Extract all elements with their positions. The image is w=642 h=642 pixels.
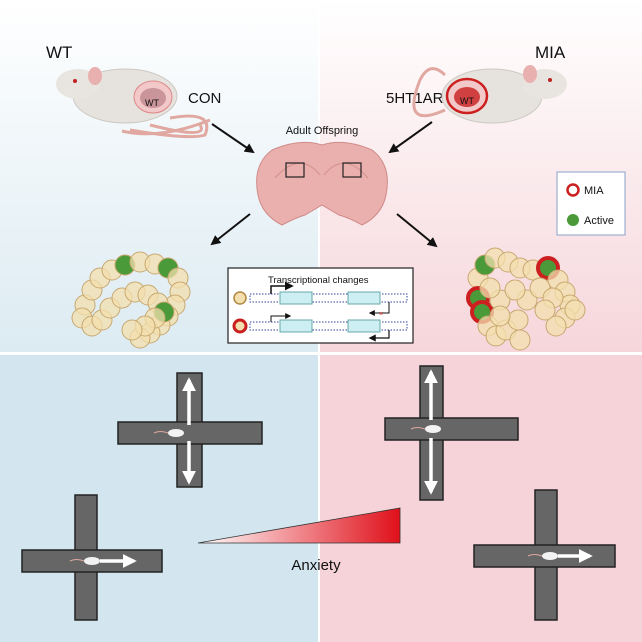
blocked-x-icon: ×	[379, 311, 383, 318]
brain-coronal-section	[256, 141, 388, 226]
pregnant-mouse-mia: WT	[412, 65, 567, 124]
neuron-mia-icon	[232, 318, 248, 334]
mouse-icon	[410, 425, 441, 433]
wt-label: WT	[46, 43, 72, 62]
mia-bottom-panel	[320, 355, 642, 642]
neuron	[121, 319, 143, 341]
legend-mia-marker	[566, 183, 580, 197]
adult-offspring-label: Adult Offspring	[286, 125, 359, 137]
neuron	[564, 299, 586, 321]
mouse-icon	[153, 429, 184, 437]
dna-strand-mia	[249, 313, 408, 342]
neuron	[504, 279, 526, 301]
neuron	[479, 277, 501, 299]
neuron	[489, 305, 511, 327]
legend-mia-label: MIA	[584, 185, 604, 197]
neuron-cluster-mia	[466, 247, 586, 351]
transcription-title: Transcriptional changes	[268, 275, 369, 286]
legend-active-label: Active	[584, 215, 614, 227]
legend: MIA Active	[556, 171, 626, 236]
neuron-wt-icon	[233, 291, 247, 305]
legend-box	[556, 171, 626, 236]
maze-center	[178, 423, 201, 443]
elevated-plus-maze-wt-2	[21, 494, 163, 621]
wt-bottom-panel	[0, 355, 318, 642]
arrow-to-mia-neurons	[396, 213, 438, 248]
elevated-plus-maze-wt-1	[117, 372, 263, 488]
transcription-panel: Transcriptional changes ×	[227, 267, 414, 344]
elevated-plus-maze-mia-2	[473, 489, 616, 621]
mia-label: MIA	[535, 43, 566, 62]
legend-active-marker	[567, 214, 579, 226]
anxiety-gradient-triangle	[197, 507, 401, 544]
neuron	[507, 309, 529, 331]
mouse-eye	[548, 78, 552, 82]
con-label: CON	[188, 90, 221, 107]
mouse-icon	[527, 552, 558, 560]
region-box-right	[342, 162, 362, 178]
mouse-tail	[412, 67, 447, 118]
neuron	[545, 315, 567, 337]
arrow-to-wt-neurons	[210, 213, 251, 246]
pregnant-mouse-wt: WT	[56, 67, 211, 139]
arrow-mia-to-offspring	[388, 121, 433, 154]
anxiety-label: Anxiety	[291, 557, 341, 574]
mouse-icon	[69, 557, 100, 565]
region-box-left	[285, 162, 305, 178]
neuron-cluster-wt	[71, 251, 191, 349]
neuron	[509, 329, 531, 351]
dna-strand-wt: ×	[249, 281, 408, 318]
embryo-label-wt: WT	[145, 98, 159, 108]
arrow-wt-to-offspring	[211, 123, 255, 154]
mouse-tail	[129, 114, 209, 139]
elevated-plus-maze-mia-1	[384, 365, 519, 501]
maze-open-arm	[384, 417, 519, 441]
embryo-label-mia: WT	[460, 96, 474, 106]
neuron	[534, 299, 556, 321]
mouse-eye	[73, 79, 77, 83]
